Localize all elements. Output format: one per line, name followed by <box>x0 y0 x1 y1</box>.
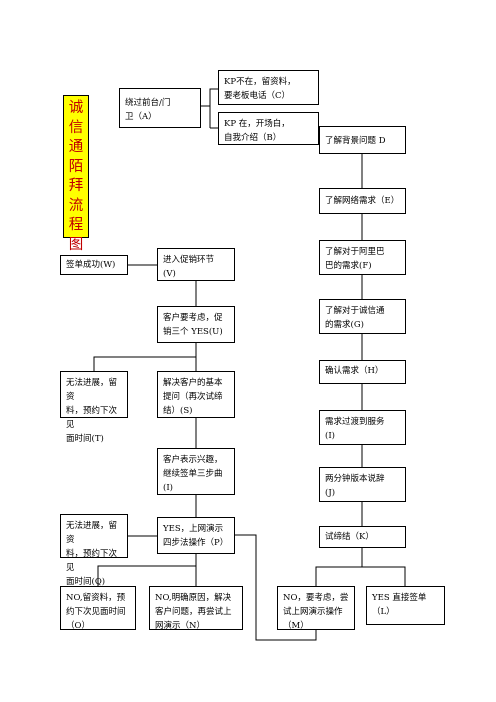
node-j: 两分钟版本说辞 (J) <box>319 467 406 502</box>
node-v: 进入促销环节 (V) <box>157 248 235 281</box>
node-o: NO,留资料，预 约下次见面时间 （O） <box>60 586 136 631</box>
connector-u-t <box>93 356 196 371</box>
node-d: 了解背景问题 D <box>319 126 406 154</box>
node-a: 绕过前台/门 卫（A） <box>119 88 201 128</box>
connector-k-l <box>362 566 406 586</box>
node-k: 试缔结（K） <box>319 526 406 548</box>
node-t: 无法进展，留资 料，预约下次见 面时间(T) <box>60 371 128 444</box>
node-b: KP 在，开场白， 自我介绍（B） <box>218 112 319 145</box>
chart-title: 诚信通陌拜流程图 <box>63 95 89 253</box>
node-n: NO,明确原因，解决 客户问题，再尝试上 网演示（N） <box>149 586 243 631</box>
node-p: YES，上网演示 四步法操作（P） <box>157 517 235 554</box>
connector-m-p <box>235 534 317 641</box>
connector-k-branch <box>315 548 363 586</box>
connector-a-c-b <box>201 88 218 107</box>
connector-p-o <box>97 565 196 586</box>
node-u: 客户要考虑，促 销三个 YES(U) <box>157 306 235 343</box>
node-s: 解决客户的基本 提问（再次试缔 结）(S) <box>157 371 235 418</box>
node-h: 确认需求（H） <box>319 360 406 384</box>
node-i2: 客户表示兴趣， 继续签单三步曲 (I) <box>157 448 235 495</box>
node-f: 了解对于阿里巴 巴的需求(F) <box>319 240 406 275</box>
node-q: 无法进展，留资 料，预约下次见 面时间(Q) <box>60 514 128 587</box>
node-g: 了解对于诚信通 的需求(G) <box>319 299 406 334</box>
node-m: NO，要考虑，尝 试上网演示操作 （M） <box>277 586 355 631</box>
node-l: YES 直接签单 （L） <box>366 586 445 625</box>
node-w: 签单成功(W) <box>60 255 128 275</box>
node-c: KP不在，留资料， 要老板电话（C） <box>218 70 319 105</box>
node-i: 需求过渡到服务 (I) <box>319 410 406 445</box>
node-e: 了解网络需求（E） <box>319 188 406 214</box>
